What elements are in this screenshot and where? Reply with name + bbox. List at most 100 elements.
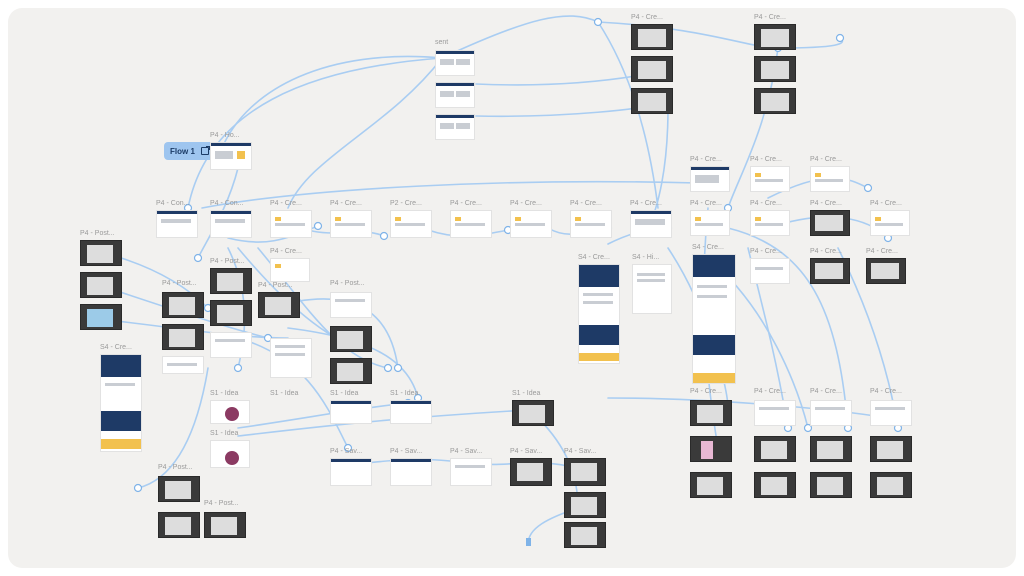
- flow-label: Flow 1: [170, 146, 195, 156]
- frame-rc-7[interactable]: [870, 210, 910, 236]
- frame-label-s1-idea-d: S1 - Idea: [330, 390, 359, 397]
- frame-label-sent: sent: [435, 39, 449, 46]
- frame-br-3c[interactable]: [810, 472, 852, 498]
- frame-rc-9[interactable]: [810, 258, 850, 284]
- frame-br-2b[interactable]: [754, 436, 796, 462]
- flow-starting-point-badge[interactable]: Flow 1: [164, 142, 214, 160]
- frame-post-e2[interactable]: [330, 326, 372, 352]
- frame-s4-right[interactable]: [692, 254, 736, 384]
- frame-sav-e1[interactable]: [564, 458, 606, 486]
- frame-row-2[interactable]: [210, 210, 252, 238]
- frame-label-p4-post-b: P4 - Post...: [210, 258, 245, 265]
- frame-s4-hidden[interactable]: [632, 264, 672, 314]
- frame-post-a3[interactable]: [80, 304, 122, 330]
- frame-label-p4-post-g: P4 - Post...: [158, 464, 193, 471]
- frame-s4-mid[interactable]: [578, 264, 620, 364]
- frame-label-p4-cre-br3: P4 - Cre...: [810, 388, 842, 395]
- frame-post-e3[interactable]: [330, 358, 372, 384]
- frame-sent-1[interactable]: [435, 50, 475, 76]
- frame-sent-2[interactable]: [435, 82, 475, 108]
- frame-rc-1[interactable]: [690, 166, 730, 192]
- frame-br-2a[interactable]: [754, 400, 796, 426]
- frame-row-6[interactable]: [450, 210, 492, 238]
- frame-sav-b[interactable]: [390, 458, 432, 486]
- frame-rc-10[interactable]: [866, 258, 906, 284]
- frame-br-4c[interactable]: [870, 472, 912, 498]
- frame-sav-e2[interactable]: [564, 492, 606, 518]
- frame-row-9[interactable]: [630, 210, 672, 238]
- frame-row-4[interactable]: [330, 210, 372, 238]
- frame-rc-4[interactable]: [690, 210, 730, 236]
- frame-br-1c[interactable]: [690, 472, 732, 498]
- frame-s1-idea-a[interactable]: [210, 400, 250, 424]
- frame-label-p4-cre-rc6: P4 - Cre...: [810, 200, 842, 207]
- frame-post-a1[interactable]: [80, 240, 122, 266]
- frame-post-c1[interactable]: [162, 292, 204, 318]
- frame-sav-d[interactable]: [510, 458, 552, 486]
- frame-sent-3[interactable]: [435, 114, 475, 140]
- frame-label-p4-cre-rc2: P4 - Cre...: [750, 156, 782, 163]
- frame-label-p4-cre-rc3: P4 - Cre...: [810, 156, 842, 163]
- frame-sav-c[interactable]: [450, 458, 492, 486]
- frame-rc-5[interactable]: [750, 210, 790, 236]
- frame-p4-cre-a2[interactable]: [631, 56, 673, 82]
- frame-p4-cre-b2[interactable]: [754, 56, 796, 82]
- frame-label-s1-idea-c: S1 - Idea: [270, 390, 299, 397]
- frame-post-c2[interactable]: [162, 324, 204, 350]
- frame-rc-2[interactable]: [750, 166, 790, 192]
- frame-br-4a[interactable]: [870, 400, 912, 426]
- frame-post-f[interactable]: [270, 338, 312, 378]
- frame-s4-left[interactable]: [100, 354, 142, 452]
- frame-label-p4-cre-rc4: P4 - Cre...: [690, 200, 722, 207]
- frame-row-5[interactable]: [390, 210, 432, 238]
- frame-label-p4-cre-rc8: P4 - Cre...: [750, 248, 782, 255]
- frame-label-p4-cre-br2: P4 - Cre...: [754, 388, 786, 395]
- frame-br-2c[interactable]: [754, 472, 796, 498]
- frame-label-p4-con-2: P4 - Con...: [210, 200, 244, 207]
- frame-post-g1[interactable]: [158, 476, 200, 502]
- frame-post-c3[interactable]: [162, 356, 204, 374]
- frame-post-a2[interactable]: [80, 272, 122, 298]
- frame-br-1a[interactable]: [690, 400, 732, 426]
- frame-post-b3[interactable]: [210, 332, 252, 358]
- frame-label-p4-post-d: P4 - Post...: [258, 282, 293, 289]
- frame-row-3[interactable]: [270, 210, 312, 238]
- frame-s1-idea-f[interactable]: [512, 400, 554, 426]
- frame-cre-e[interactable]: [270, 258, 310, 282]
- frame-rc-6[interactable]: [810, 210, 850, 236]
- frame-row-8[interactable]: [570, 210, 612, 238]
- frame-label-p4-cre-rc1: P4 - Cre...: [690, 156, 722, 163]
- external-link-icon[interactable]: [200, 146, 210, 155]
- frame-post-b1[interactable]: [210, 268, 252, 294]
- frame-label-s1-idea-e: S1 - Idea: [390, 390, 419, 397]
- frame-label-p4-cre-rc9: P4 - Cre...: [810, 248, 842, 255]
- frame-br-4b[interactable]: [870, 436, 912, 462]
- frame-rc-8[interactable]: [750, 258, 790, 284]
- frame-post-e1[interactable]: [330, 292, 372, 318]
- frame-post-b2[interactable]: [210, 300, 252, 326]
- frame-br-3a[interactable]: [810, 400, 852, 426]
- frame-p4-home[interactable]: [210, 142, 252, 170]
- frame-label-p4-cre-r4: P4 - Cre...: [330, 200, 362, 207]
- frame-post-g2[interactable]: [158, 512, 200, 538]
- frame-p4-cre-a1[interactable]: [631, 24, 673, 50]
- frame-sav-a[interactable]: [330, 458, 372, 486]
- frame-s1-idea-d[interactable]: [330, 400, 372, 424]
- frame-row-7[interactable]: [510, 210, 552, 238]
- frame-row-1[interactable]: [156, 210, 198, 238]
- frame-p4-cre-a3[interactable]: [631, 88, 673, 114]
- frame-rc-3[interactable]: [810, 166, 850, 192]
- frame-s1-idea-e[interactable]: [390, 400, 432, 424]
- frame-p4-cre-b3[interactable]: [754, 88, 796, 114]
- frame-post-h[interactable]: [204, 512, 246, 538]
- frame-post-d1[interactable]: [258, 292, 300, 318]
- frame-s1-idea-b[interactable]: [210, 440, 250, 468]
- frame-sav-e3[interactable]: [564, 522, 606, 548]
- frame-br-1b[interactable]: [690, 436, 732, 462]
- frame-label-p4-cre-e: P4 - Cre...: [270, 248, 302, 255]
- frame-label-p4-post-h: P4 - Post...: [204, 500, 239, 507]
- frame-p4-cre-b1[interactable]: [754, 24, 796, 50]
- frame-label-p4-cre-b: P4 - Cre...: [754, 14, 786, 21]
- prototype-canvas[interactable]: sent P4 - Cre... P4 - Cre... Flow 1 P4 -…: [8, 8, 1016, 568]
- frame-br-3b[interactable]: [810, 436, 852, 462]
